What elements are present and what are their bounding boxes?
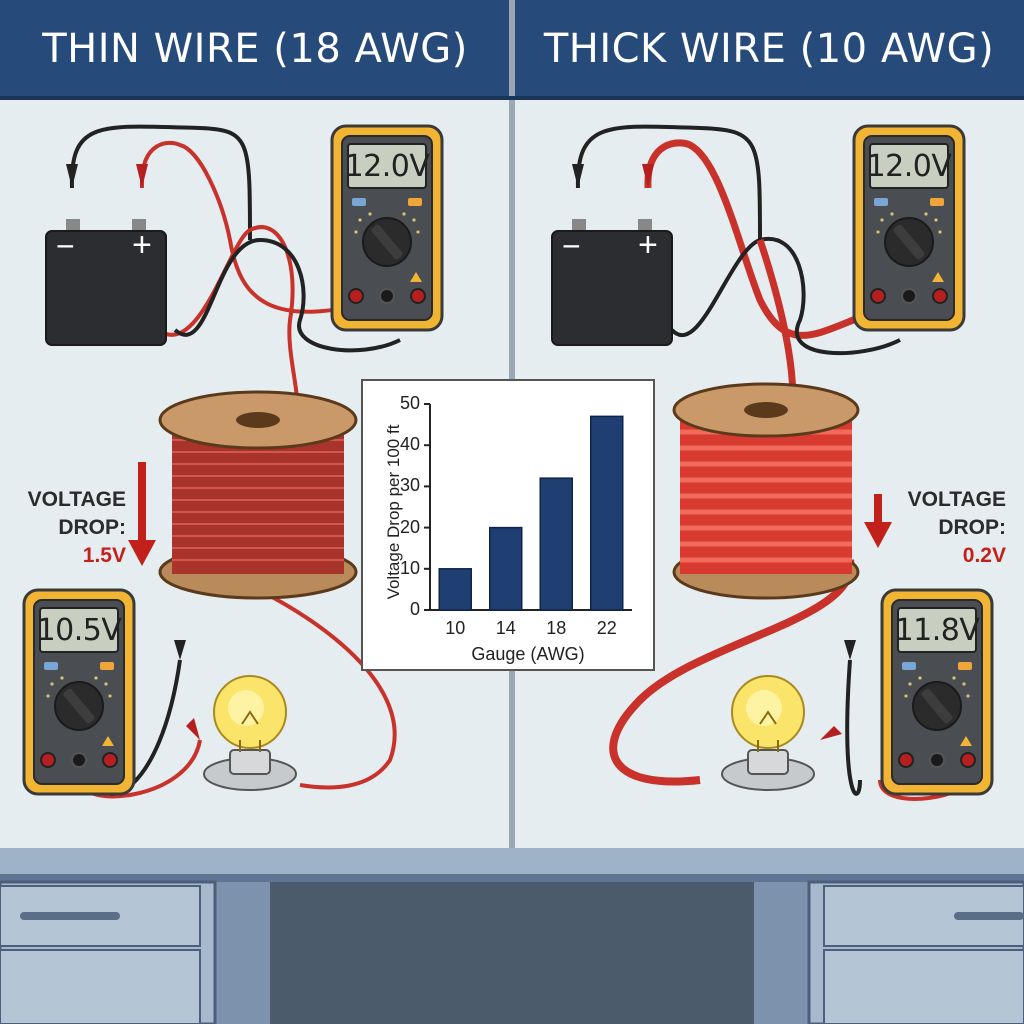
battery-positive-label: + [132,226,152,264]
voltage-drop-right: VOLTAGE DROP: 0.2V [890,486,1006,570]
chart-bar [590,415,624,611]
battery-negative-label: − [562,228,581,264]
chart-x-tick-label: 22 [596,618,617,638]
battery-negative-label: − [56,228,75,264]
chart-y-tick-label: 50 [399,393,420,413]
chart-x-tick-label: 14 [495,618,516,638]
chart-bar [438,568,472,611]
meter-reading-left-load: 10.5V [36,612,122,648]
meter-reading-right-load: 11.8V [894,612,980,648]
voltage-drop-label: VOLTAGE [907,488,1006,511]
chart-y-tick-label: 20 [399,516,420,537]
wire-spool-icon [672,382,860,600]
chart-x-axis-label: Gauge (AWG) [471,644,585,664]
header-thin-wire: THIN WIRE (18 AWG) [42,26,468,72]
chart-y-tick-label: 0 [409,599,420,619]
wire-spool-icon [158,390,358,600]
voltage-drop-label: DROP: [938,516,1006,539]
chart-bar [539,477,573,611]
down-arrow-icon [128,462,156,566]
voltage-drop-label: DROP: [58,516,126,539]
voltage-drop-value: 0.2V [962,544,1006,567]
chart-y-tick-label: 40 [399,434,420,455]
chart-y-tick-label: 10 [399,557,420,578]
chart-x-tick-label: 10 [445,618,466,638]
voltage-drop-left: VOLTAGE DROP: 1.5V [10,486,126,570]
down-arrow-icon [864,494,892,548]
voltage-drop-value: 1.5V [82,544,126,567]
voltage-drop-label: VOLTAGE [27,488,126,511]
header-thick-wire: THICK WIRE (10 AWG) [543,26,995,72]
battery-positive-label: + [638,226,658,264]
chart-x-tick-label: 18 [546,618,567,638]
meter-reading-left-source: 12.0V [344,148,430,184]
chart-y-tick-label: 30 [399,475,420,496]
meter-reading-right-source: 12.0V [866,148,952,184]
chart-bar [489,526,523,611]
